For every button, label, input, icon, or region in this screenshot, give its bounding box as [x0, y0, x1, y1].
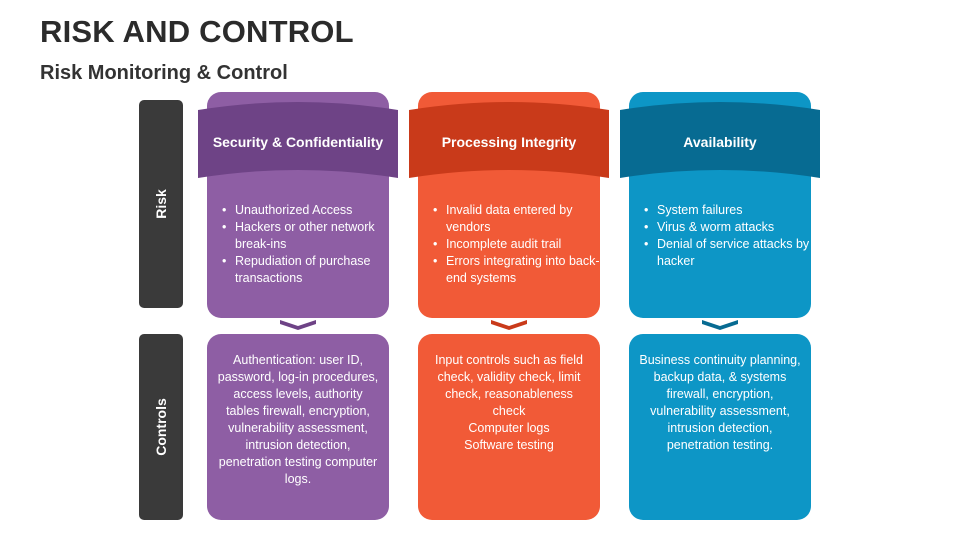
- chevron-down-icon: [702, 320, 738, 330]
- risk-item: Virus & worm attacks: [644, 219, 819, 236]
- control-card-availability: Business continuity planning, backup dat…: [629, 334, 811, 520]
- heading-band-security: Security & Confidentiality: [198, 92, 398, 192]
- risk-item: Incomplete audit trail: [433, 236, 608, 253]
- risk-list-availability: System failures Virus & worm attacks Den…: [643, 202, 819, 270]
- page-subtitle: Risk Monitoring & Control: [40, 62, 288, 84]
- risk-card-availability: Availability System failures Virus & wor…: [620, 92, 820, 318]
- control-card-processing: Input controls such as field check, vali…: [418, 334, 600, 520]
- control-text-security: Authentication: user ID, password, log-i…: [217, 353, 379, 486]
- control-card-security: Authentication: user ID, password, log-i…: [207, 334, 389, 520]
- heading-band-processing: Processing Integrity: [409, 92, 609, 192]
- risk-item: Unauthorized Access: [222, 202, 397, 219]
- row-label-controls-text: Controls: [153, 398, 169, 456]
- chevron-down-icon: [491, 320, 527, 330]
- column-security: Security & Confidentiality Unauthorized …: [198, 0, 398, 540]
- risk-list-processing: Invalid data entered by vendors Incomple…: [432, 202, 608, 287]
- heading-processing: Processing Integrity: [441, 134, 577, 150]
- heading-availability: Availability: [683, 134, 757, 150]
- heading-band-availability: Availability: [620, 92, 820, 192]
- chevron-down-icon: [280, 320, 316, 330]
- risk-card-security: Security & Confidentiality Unauthorized …: [198, 92, 398, 318]
- row-label-risk-text: Risk: [153, 189, 169, 219]
- risk-item: Denial of service attacks by hacker: [644, 236, 819, 270]
- risk-item: System failures: [644, 202, 819, 219]
- row-label-risk: Risk: [139, 100, 183, 308]
- row-label-controls: Controls: [139, 334, 183, 520]
- column-availability: Availability System failures Virus & wor…: [620, 0, 820, 540]
- risk-item: Hackers or other network break-ins: [222, 219, 397, 253]
- column-processing: Processing Integrity Invalid data entere…: [409, 0, 609, 540]
- control-text-availability: Business continuity planning, backup dat…: [639, 353, 801, 452]
- control-text-processing: Input controls such as field check, vali…: [435, 353, 583, 452]
- risk-card-processing: Processing Integrity Invalid data entere…: [409, 92, 609, 318]
- risk-item: Repudiation of purchase transactions: [222, 253, 397, 287]
- risk-item: Invalid data entered by vendors: [433, 202, 608, 236]
- risk-list-security: Unauthorized Access Hackers or other net…: [221, 202, 397, 287]
- heading-security: Security & Confidentiality: [212, 134, 384, 150]
- page-title: RISK AND CONTROL: [40, 14, 354, 49]
- risk-item: Errors integrating into back-end systems: [433, 253, 608, 287]
